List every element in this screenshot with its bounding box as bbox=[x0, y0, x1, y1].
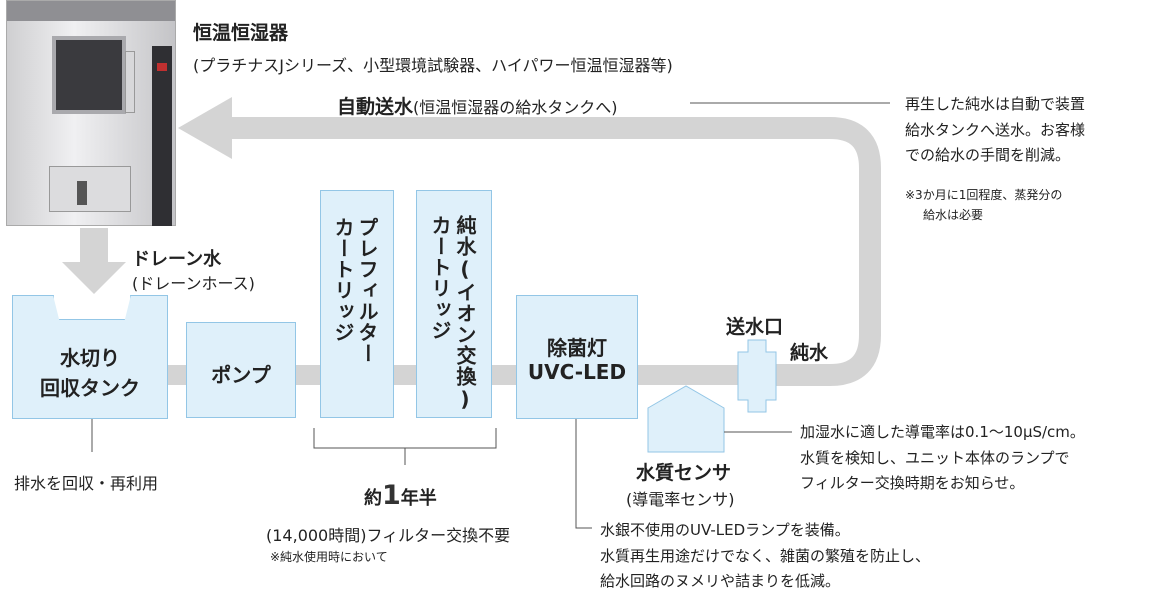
uv-note-line-1: 水銀不使用のUV-LEDランプを装備。 bbox=[600, 521, 850, 539]
drain-arrow-head bbox=[62, 262, 126, 294]
return-pipe bbox=[230, 117, 881, 386]
chamber-illustration bbox=[6, 0, 176, 226]
leader-uv-note bbox=[575, 419, 592, 529]
sensor-note-line-1: 加湿水に適した導電率は0.1〜10μS/cm。 bbox=[800, 423, 1085, 441]
filter-life-sub: (14,000時間)フィルター交換不要 bbox=[266, 526, 511, 545]
sensor-sub: (導電率センサ) bbox=[626, 490, 735, 509]
pump-label: ポンプ bbox=[211, 363, 271, 387]
sensor-shape bbox=[647, 385, 725, 453]
uv-note: 水銀不使用のUV-LEDランプを装備。 水質再生用途だけでなく、雑菌の繁殖を防止… bbox=[600, 518, 930, 595]
drain-sub: (ドレーンホース) bbox=[132, 274, 255, 293]
pipe-uv-outlet bbox=[638, 365, 742, 385]
pure-water-label: 純水 bbox=[790, 342, 829, 364]
pipe-prefilter-pure bbox=[394, 365, 416, 385]
right-footnote: ※3か月に1回程度、蒸発分の 給水は必要 bbox=[905, 186, 1062, 226]
chamber-top-panel bbox=[7, 1, 175, 21]
uv-label-2: UVC-LED bbox=[527, 360, 627, 384]
right-note: 再生した純水は自動で装置 給水タンクへ送水。お客様 での給水の手間を削減。 bbox=[905, 92, 1085, 169]
tank-inlet-notch bbox=[53, 295, 131, 320]
chamber-handle bbox=[125, 51, 135, 113]
filter-life-note: ※純水使用時において bbox=[270, 550, 388, 564]
filter-life-number: 1 bbox=[382, 480, 401, 511]
tank-label-2: 回収タンク bbox=[40, 376, 140, 400]
chamber-lower-handle bbox=[77, 181, 87, 205]
right-note-line-2: 給水タンクへ送水。お客様 bbox=[905, 120, 1086, 139]
sensor-note: 加湿水に適した導電率は0.1〜10μS/cm。 水質を検知し、ユニット本体のラン… bbox=[800, 420, 1085, 497]
tank-label-1: 水切り bbox=[60, 346, 120, 370]
purewater-cartridge: 純水(イオン交換) カートリッジ bbox=[416, 190, 492, 418]
pump-box: ポンプ bbox=[186, 322, 296, 418]
purewater-label: 純水(イオン交換) bbox=[453, 215, 477, 412]
right-note-line-1: 再生した純水は自動で装置 bbox=[905, 95, 1086, 113]
filter-life-headline: 約1年半 bbox=[364, 480, 437, 511]
chamber-subtitle: (プラチナスJシリーズ、小型環境試験器、ハイパワー恒温恒湿器等) bbox=[193, 56, 673, 75]
pipe-tank-pump bbox=[168, 365, 186, 385]
drain-label: ドレーン水 bbox=[132, 249, 222, 270]
filter-life-suffix: 年半 bbox=[400, 488, 437, 509]
pipe-pump-prefilter bbox=[296, 365, 320, 385]
prefilter-label: プレフィルター bbox=[355, 217, 379, 364]
tank-note: 排水を回収・再利用 bbox=[14, 474, 159, 493]
chamber-window bbox=[52, 36, 126, 114]
drain-arrow-shaft bbox=[80, 228, 108, 264]
outlet-connector bbox=[737, 339, 777, 413]
pipe-pure-uv bbox=[492, 365, 516, 385]
chamber-control-panel bbox=[152, 46, 172, 226]
uv-label-1: 除菌灯 bbox=[547, 336, 607, 360]
bracket-filters bbox=[313, 428, 497, 449]
right-footnote-line-1: ※3か月に1回程度、蒸発分の bbox=[905, 188, 1063, 202]
uv-led-box: 除菌灯 UVC-LED bbox=[516, 295, 638, 419]
auto-supply-detail: (恒温恒湿器の給水タンクへ) bbox=[413, 98, 618, 117]
recovery-tank: 水切り 回収タンク bbox=[12, 295, 168, 419]
uv-note-line-2: 水質再生用途だけでなく、雑菌の繁殖を防止し、 bbox=[600, 546, 931, 565]
return-arrow-head bbox=[178, 97, 232, 159]
filter-life-prefix: 約 bbox=[364, 488, 382, 509]
chamber-control-button bbox=[157, 63, 167, 71]
prefilter-label-2: カートリッジ bbox=[331, 217, 355, 343]
sensor-note-line-3: フィルター交換時期をお知らせ。 bbox=[800, 474, 1025, 492]
outlet-label: 送水口 bbox=[726, 316, 784, 338]
auto-supply-label: 自動送水(恒温恒湿器の給水タンクへ) bbox=[337, 92, 618, 119]
sensor-label: 水質センサ bbox=[636, 462, 732, 484]
chamber-lower-door bbox=[49, 166, 131, 212]
prefilter-cartridge: プレフィルター カートリッジ bbox=[320, 190, 394, 418]
auto-supply-title: 自動送水 bbox=[337, 96, 414, 118]
sensor-note-line-2: 水質を検知し、ユニット本体のランプで bbox=[800, 448, 1070, 467]
uv-note-line-3: 給水回路のヌメリや詰まりを低減。 bbox=[600, 572, 841, 590]
right-footnote-line-2: 給水は必要 bbox=[923, 207, 984, 222]
purewater-label-2: カートリッジ bbox=[428, 215, 452, 341]
chamber-title: 恒温恒湿器 bbox=[193, 22, 289, 44]
right-note-line-3: での給水の手間を削減。 bbox=[905, 146, 1071, 164]
